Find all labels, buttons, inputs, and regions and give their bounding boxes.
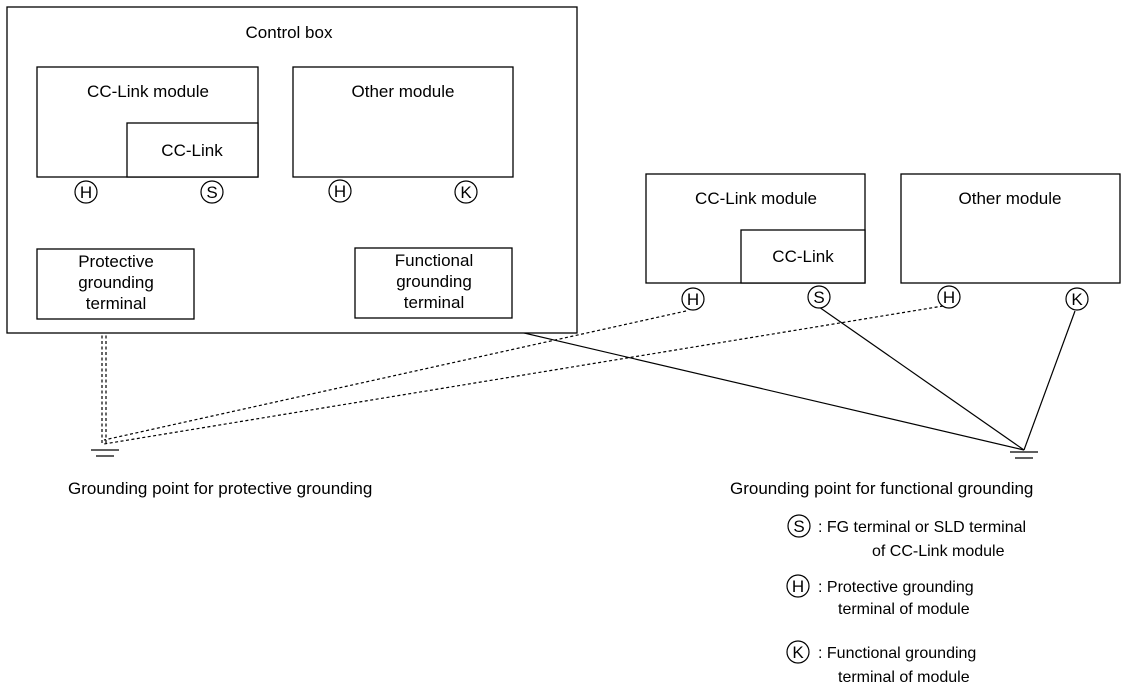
legend-h-icon: [786, 574, 810, 598]
functional-ground-symbol: [1010, 451, 1038, 459]
cb-terminal-h1-circle: [74, 180, 98, 204]
ext-cc-link-inner-box: [740, 229, 866, 284]
ext-cc-link-module-title: CC-Link module: [695, 189, 817, 208]
cb-terminal-k: K: [454, 180, 478, 204]
cb-functional-terminal-box: [354, 247, 513, 319]
ext-cc-link-module: CC-Link module CC-Link: [645, 173, 866, 284]
cb-cc-link-inner-box: [126, 122, 259, 178]
ext-terminal-s: S: [807, 285, 831, 309]
legend-h-letter: H: [792, 577, 804, 596]
ext-other-module: Other module: [900, 173, 1121, 284]
cb-protective-terminal-line-3: terminal: [86, 294, 146, 313]
legend: S : FG terminal or SLD terminal of CC-Li…: [786, 514, 1026, 686]
functional-ground-label: Grounding point for functional grounding: [730, 479, 1033, 498]
cb-terminal-s: S: [200, 180, 224, 204]
control-box: Control box CC-Link module CC-Link Other…: [6, 6, 578, 334]
legend-h-text-1: : Protective grounding: [818, 579, 974, 596]
legend-item-k: K : Functional grounding terminal of mod…: [786, 640, 976, 686]
wire-ext-h1-protective: [103, 310, 687, 441]
cb-terminal-h2-circle: [328, 179, 352, 203]
cb-terminal-k-letter: K: [460, 183, 472, 202]
cb-terminal-k-circle: [454, 180, 478, 204]
legend-s-icon: [787, 514, 811, 538]
legend-k-text-2: terminal of module: [838, 669, 970, 686]
cb-functional-terminal: Functional grounding terminal: [354, 247, 513, 319]
legend-s-text-1: : FG terminal or SLD terminal: [818, 519, 1026, 536]
legend-item-h: H : Protective grounding terminal of mod…: [786, 574, 974, 618]
cb-functional-terminal-line-2: grounding: [396, 272, 472, 291]
cb-cc-link-module: CC-Link module CC-Link: [36, 66, 259, 178]
wire-ext-h2-protective: [103, 305, 944, 445]
control-box-title: Control box: [246, 23, 333, 42]
cb-other-module: Other module: [292, 66, 514, 178]
ext-terminal-h2: H: [937, 285, 961, 309]
cb-terminal-s-letter: S: [206, 183, 217, 202]
cb-cc-link-inner-label: CC-Link: [161, 141, 223, 160]
cb-protective-terminal-line-1: Protective: [78, 252, 154, 271]
legend-k-icon: [786, 640, 810, 664]
ext-terminal-s-circle: [807, 285, 831, 309]
ext-terminal-h1-circle: [681, 287, 705, 311]
cb-protective-terminal-line-2: grounding: [78, 273, 154, 292]
cb-protective-terminal-box: [36, 248, 195, 320]
cb-terminal-h2-letter: H: [334, 182, 346, 201]
protective-ground-label: Grounding point for protective grounding: [68, 479, 372, 498]
wire-functional-terminal-to-ground: [459, 317, 1025, 451]
legend-h-text-2: terminal of module: [838, 601, 970, 618]
ext-terminal-s-letter: S: [813, 288, 824, 307]
cb-other-module-title: Other module: [352, 82, 455, 101]
ext-terminal-k: K: [1065, 287, 1089, 311]
ext-other-module-title: Other module: [959, 189, 1062, 208]
cb-terminal-h1-letter: H: [80, 183, 92, 202]
cb-protective-terminal: Protective grounding terminal: [36, 248, 195, 320]
ext-cc-link-inner-label: CC-Link: [772, 247, 834, 266]
ext-terminal-h2-circle: [937, 285, 961, 309]
ext-terminal-k-circle: [1065, 287, 1089, 311]
legend-k-letter: K: [792, 643, 804, 662]
cb-functional-terminal-line-1: Functional: [395, 251, 473, 270]
cb-terminal-h1: H: [74, 180, 98, 204]
legend-k-text-1: : Functional grounding: [818, 645, 976, 662]
ext-other-module-box: [900, 173, 1121, 284]
cb-other-module-box: [292, 66, 514, 178]
ext-terminal-h1-letter: H: [687, 290, 699, 309]
protective-ground-symbol: [91, 449, 119, 457]
cb-terminal-s-circle: [200, 180, 224, 204]
wire-ext-s-functional: [818, 306, 1025, 451]
ext-terminal-h2-letter: H: [943, 288, 955, 307]
ext-terminal-k-letter: K: [1071, 290, 1083, 309]
legend-s-text-2: of CC-Link module: [872, 543, 1005, 560]
cb-cc-link-module-title: CC-Link module: [87, 82, 209, 101]
wire-ext-k-functional: [1023, 310, 1076, 451]
cb-terminal-h2: H: [328, 179, 352, 203]
legend-s-letter: S: [793, 517, 804, 536]
cb-functional-terminal-line-3: terminal: [404, 293, 464, 312]
legend-item-s: S : FG terminal or SLD terminal of CC-Li…: [787, 514, 1026, 560]
ext-terminal-h1: H: [681, 287, 705, 311]
